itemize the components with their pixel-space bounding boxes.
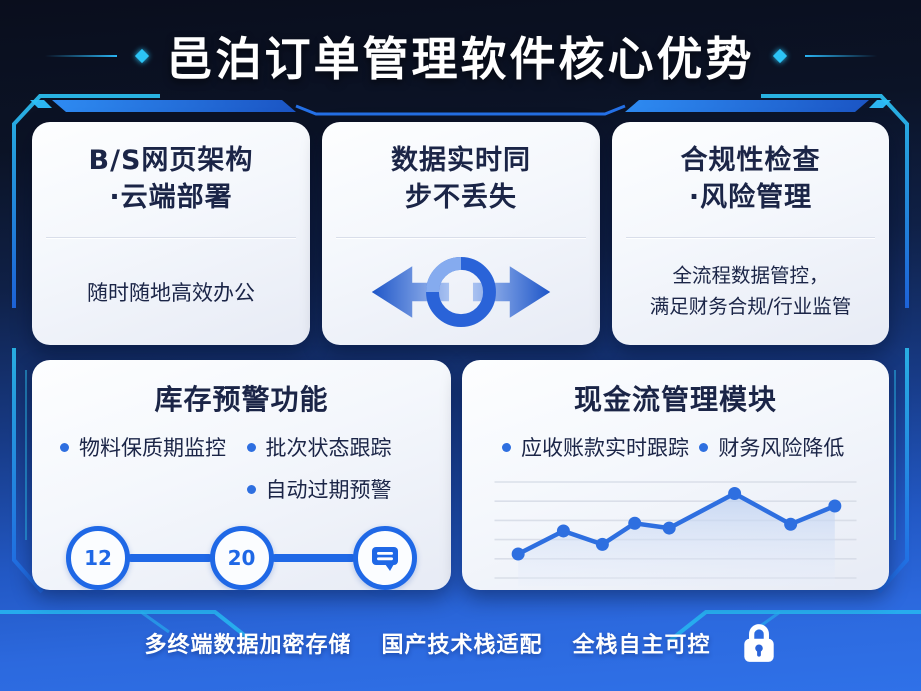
footer: 多终端数据加密存储 国产技术栈适配 全栈自主可控 <box>0 620 921 666</box>
bullet-dot-icon <box>502 442 511 452</box>
card-body-text: 满足财务合规/行业监管 <box>649 294 852 318</box>
bullet-dot-icon <box>246 442 256 452</box>
card-title: 库存预警功能 <box>154 383 329 416</box>
timeline-node: 12 <box>66 526 130 590</box>
bullet-list: 物料保质期监控 批次状态跟踪 自动过期预警 <box>60 432 433 504</box>
card-divider <box>626 237 875 239</box>
timeline-connector <box>270 554 356 562</box>
bullet-dot-icon <box>246 484 256 494</box>
sync-arrows-icon <box>371 256 551 327</box>
timeline-connector <box>127 554 213 562</box>
timeline-node: 20 <box>209 526 274 590</box>
list-item: 财务风险降低 <box>699 432 871 462</box>
card-title: 现金流管理模块 <box>573 383 777 416</box>
card-divider <box>336 237 586 239</box>
timeline-node <box>353 526 417 590</box>
card-title-line: B/S网页架构 <box>88 145 254 177</box>
footer-item: 多终端数据加密存储 <box>144 633 352 658</box>
card-data-sync: 数据实时同 步不丢失 <box>322 122 600 345</box>
card-cashflow: 现金流管理模块 应收账款实时跟踪 财务风险降低 <box>462 360 889 590</box>
card-inventory-alert: 库存预警功能 物料保质期监控 批次状态跟踪 自动过期预警 12 20 <box>32 360 451 590</box>
card-title: 数据实时同 步不丢失 <box>322 122 600 237</box>
card-web-architecture: B/S网页架构 ·云端部署 随时随地高效办公 <box>32 122 310 345</box>
footer-item: 国产技术栈适配 <box>381 633 543 658</box>
bullet-spacer <box>60 474 247 504</box>
card-title-line: ·云端部署 <box>109 181 233 213</box>
bullet-list: 应收账款实时跟踪 财务风险降低 <box>502 432 871 462</box>
card-title-line: ·风险管理 <box>688 181 813 213</box>
card-body-text: 全流程数据管控， <box>672 264 829 288</box>
card-title-line: 数据实时同 <box>391 145 531 177</box>
list-item: 批次状态跟踪 <box>246 432 434 462</box>
bullet-text: 应收账款实时跟踪 <box>521 436 689 460</box>
card-body-text: 随时随地高效办公 <box>87 280 255 305</box>
card-body: 全流程数据管控， 满足财务合规/行业监管 <box>612 238 889 345</box>
chart-container <box>478 472 873 594</box>
card-title: B/S网页架构 ·云端部署 <box>32 122 310 237</box>
card-divider <box>46 237 296 239</box>
header: 邑泊订单管理软件核心优势 <box>0 24 921 88</box>
card-title-line: 合规性检查 <box>680 145 821 177</box>
card-title-line: 步不丢失 <box>405 181 517 213</box>
card-compliance: 合规性检查 ·风险管理 全流程数据管控， 满足财务合规/行业监管 <box>612 122 889 345</box>
bullet-text: 自动过期预警 <box>265 478 392 502</box>
card-body <box>322 238 600 345</box>
list-item: 自动过期预警 <box>246 474 434 504</box>
title-left-line-decoration <box>44 55 117 57</box>
expiry-timeline: 12 20 <box>66 526 417 590</box>
bullet-text: 财务风险降低 <box>718 436 845 460</box>
chat-bubble-icon <box>372 547 398 571</box>
title-right-diamond-icon <box>772 48 787 64</box>
list-item: 物料保质期监控 <box>60 432 247 462</box>
card-title: 合规性检查 ·风险管理 <box>612 122 889 237</box>
page-title: 邑泊订单管理软件核心优势 <box>166 32 755 86</box>
card-body: 随时随地高效办公 <box>32 238 310 345</box>
footer-item: 全栈自主可控 <box>572 633 711 658</box>
list-item: 应收账款实时跟踪 <box>502 432 699 462</box>
bullet-dot-icon <box>699 442 709 452</box>
title-right-line-decoration <box>804 55 877 57</box>
bullet-text: 批次状态跟踪 <box>265 436 392 460</box>
bullet-text: 物料保质期监控 <box>79 436 226 460</box>
cashflow-chart <box>494 481 857 586</box>
title-left-diamond-icon <box>134 48 149 64</box>
lock-icon <box>741 622 777 664</box>
bullet-dot-icon <box>60 442 69 452</box>
